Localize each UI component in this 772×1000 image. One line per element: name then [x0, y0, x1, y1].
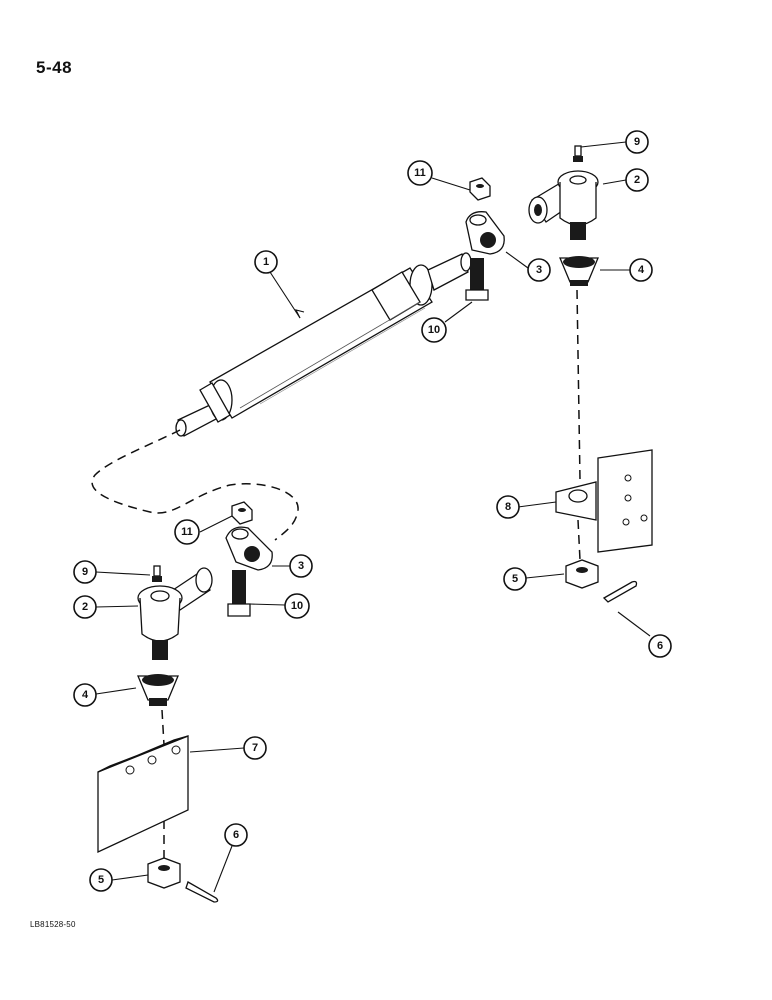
callout-10-lower: 10 [284, 593, 310, 619]
callout-label: 3 [536, 264, 542, 276]
upper-mount-axis-lower [577, 519, 581, 561]
callout-9-lower: 9 [73, 560, 97, 584]
page-number: 5-48 [36, 58, 73, 77]
figure-code: LB81528-50 [30, 920, 76, 929]
callout-4-upper: 4 [629, 258, 653, 282]
callout-2-upper: 2 [625, 168, 649, 192]
callout-3-lower: 3 [289, 554, 313, 578]
callout-11-lower: 11 [174, 519, 200, 545]
callout-label: 7 [252, 742, 258, 754]
cotter-pin-lower [185, 881, 219, 903]
bolt-lower [227, 570, 251, 617]
callout-label: 11 [181, 526, 193, 538]
castle-nut-upper [565, 559, 599, 589]
callout-label: 9 [634, 136, 640, 148]
callout-1: 1 [254, 250, 278, 274]
callout-5-lower: 5 [89, 868, 113, 892]
lower-mount-axis [161, 709, 165, 746]
dust-seal-lower [137, 674, 179, 706]
callout-label: 5 [98, 874, 104, 886]
callout-label: 4 [82, 689, 89, 701]
bolt-upper [465, 258, 489, 301]
steering-cylinder [175, 252, 472, 437]
callout-2-lower: 2 [73, 595, 97, 619]
clamp-lower [225, 526, 273, 571]
callout-5-right: 5 [503, 567, 527, 591]
callout-label: 6 [233, 829, 239, 841]
callout-label: 11 [414, 167, 426, 179]
grease-fitting-lower [152, 565, 162, 582]
tie-rod-end-upper [528, 170, 599, 240]
callout-label: 10 [291, 600, 303, 612]
callout-label: 1 [263, 256, 269, 268]
callout-label: 3 [298, 560, 304, 572]
lock-nut-lower [231, 501, 253, 525]
callout-6-lower: 6 [224, 823, 248, 847]
callout-label: 4 [638, 264, 645, 276]
leader-lines [95, 141, 651, 893]
callout-label: 5 [512, 573, 518, 585]
lower-mount-plate [97, 735, 189, 854]
cotter-pin-upper [602, 580, 638, 603]
upper-mount-axis [576, 289, 581, 481]
upper-mount-bracket [555, 449, 653, 553]
callout-label: 6 [657, 640, 663, 652]
dust-seal-upper [559, 256, 599, 286]
callout-10-upper: 10 [421, 317, 447, 343]
callout-3-upper: 3 [527, 258, 551, 282]
callout-7: 7 [243, 736, 267, 760]
callout-label: 8 [505, 501, 511, 513]
clamp-upper [465, 211, 505, 255]
lock-nut-upper [469, 177, 491, 201]
callout-label: 10 [428, 324, 440, 336]
callout-label: 9 [82, 566, 88, 578]
callout-6-right: 6 [648, 634, 672, 658]
castle-nut-lower [147, 857, 181, 889]
callout-label: 2 [634, 174, 640, 186]
callout-9-upper: 9 [625, 130, 649, 154]
callout-4-lower: 4 [73, 683, 97, 707]
callout-8: 8 [496, 495, 520, 519]
grease-fitting-upper [573, 145, 583, 162]
routing-path [91, 429, 299, 541]
callout-11-upper: 11 [407, 160, 433, 186]
tie-rod-end-lower [137, 567, 213, 660]
callout-label: 2 [82, 601, 88, 613]
